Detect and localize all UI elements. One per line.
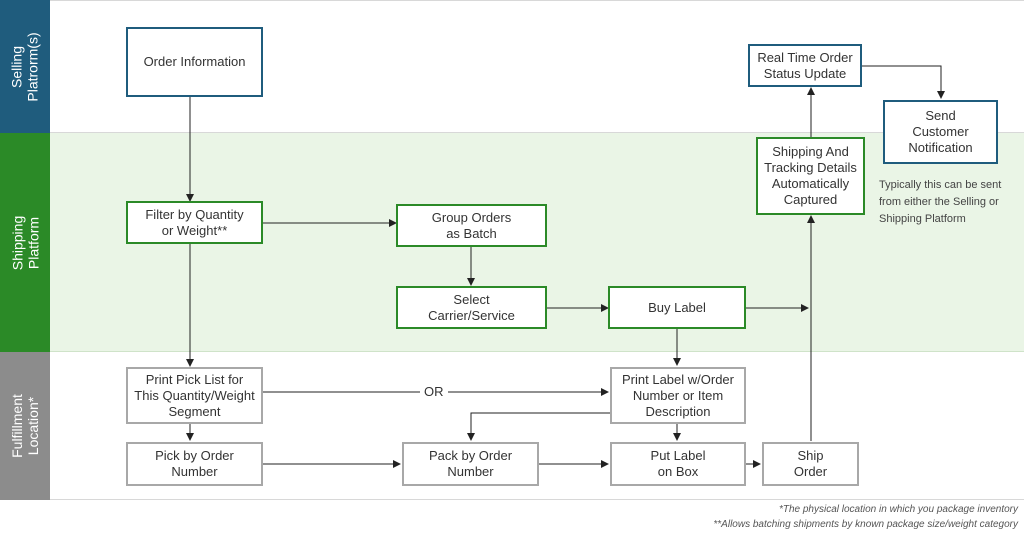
box-group-orders-batch: Group Orders as Batch [396, 204, 547, 247]
box-ship-order: Ship Order [762, 442, 859, 486]
lane-fulfillment-label: Fulfillment Location* [0, 352, 50, 500]
box-select-carrier-service: Select Carrier/Service [396, 286, 547, 329]
or-label: OR [420, 384, 448, 399]
notification-note: Typically this can be sent from either t… [879, 179, 1002, 225]
box-print-label: Print Label w/Order Number or Item Descr… [610, 367, 746, 424]
box-buy-label: Buy Label [608, 286, 746, 329]
box-order-information: Order Information [126, 27, 263, 97]
lane-selling-label: Selling Platrorm(s) [0, 0, 50, 133]
box-pick-by-order-number: Pick by Order Number [126, 442, 263, 486]
lane-shipping-label: Shipping Platform [0, 133, 50, 352]
box-real-time-order-status-update: Real Time Order Status Update [748, 44, 862, 87]
box-put-label-on-box: Put Label on Box [610, 442, 746, 486]
box-send-customer-notification: Send Customer Notification [883, 100, 998, 164]
footnote-physical-location: *The physical location in which you pack… [778, 504, 1018, 515]
box-shipping-tracking-captured: Shipping And Tracking Details Automatica… [756, 137, 865, 215]
box-filter-by-quantity-weight: Filter by Quantity or Weight** [126, 201, 263, 244]
box-print-pick-list: Print Pick List for This Quantity/Weight… [126, 367, 263, 424]
footnote-batching: **Allows batching shipments by known pac… [713, 519, 1018, 530]
arrow-update-to-notification [862, 65, 945, 99]
arrow-printlabel-to-pack [467, 412, 610, 441]
box-pack-by-order-number: Pack by Order Number [402, 442, 539, 486]
